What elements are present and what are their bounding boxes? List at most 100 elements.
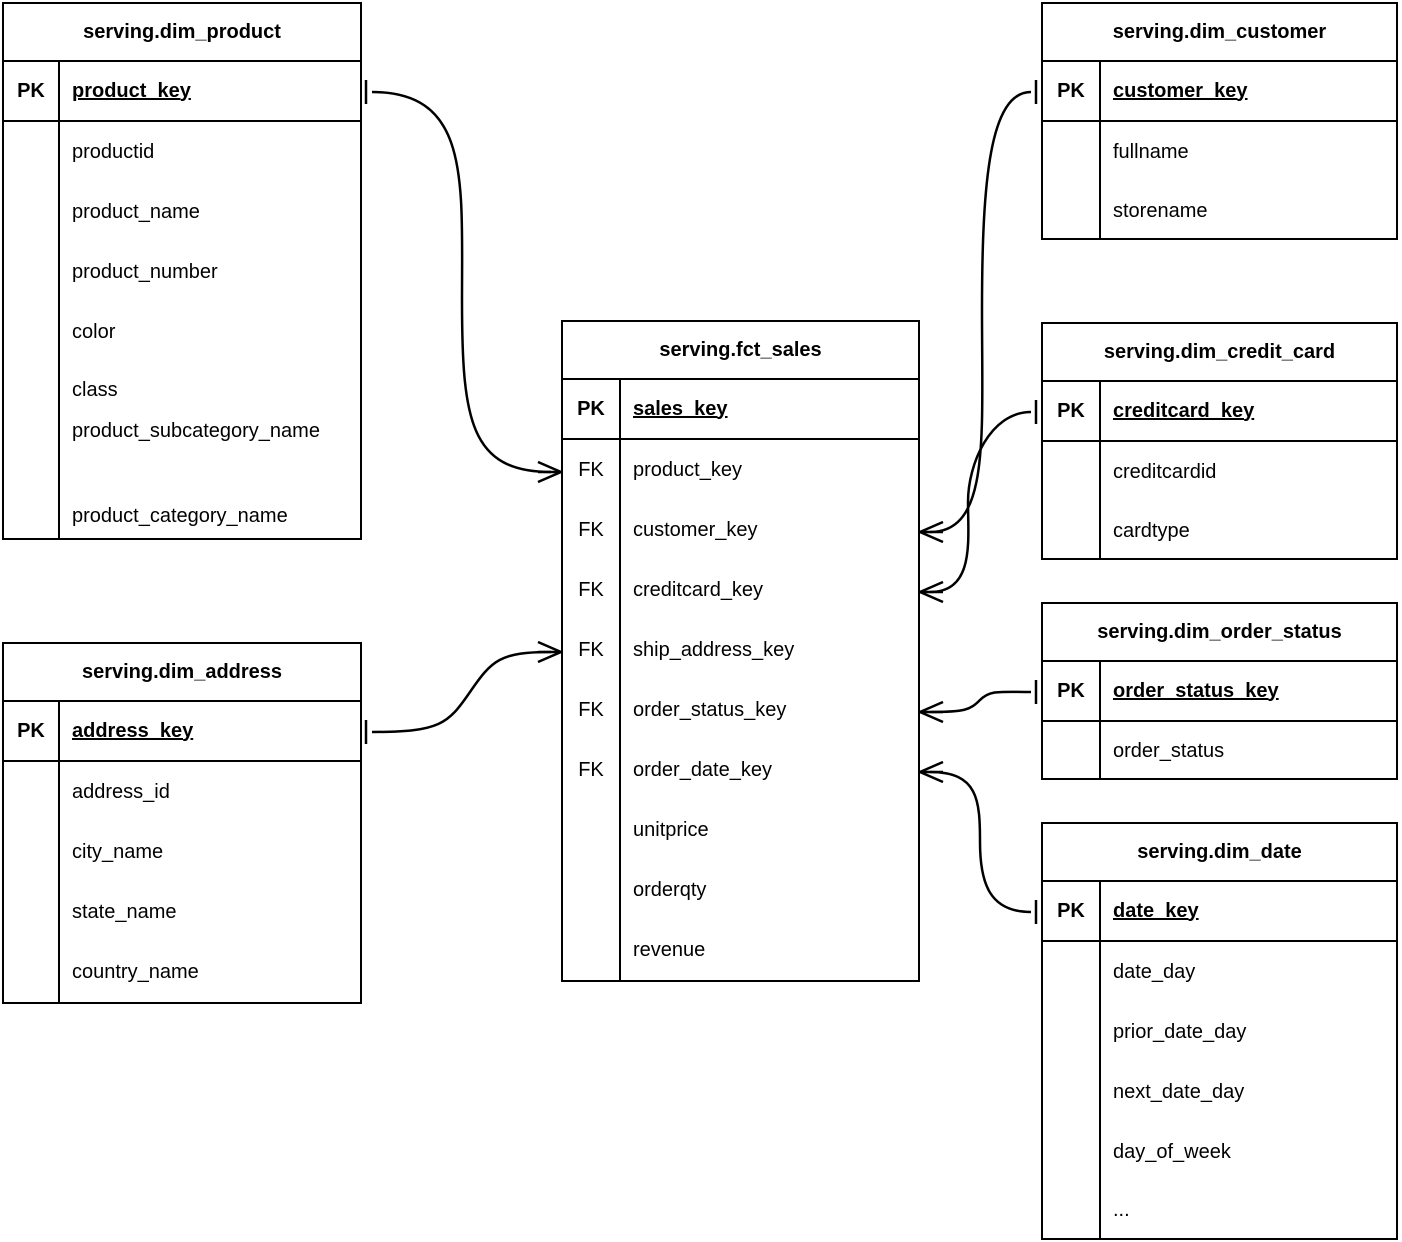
relationship-creditcard-to-sales — [919, 400, 1038, 604]
attr-ship-address-key: ship_address_key — [633, 638, 795, 661]
fk-badge-ship-address-key: FK — [578, 638, 604, 661]
pk-field-fct-sales: sales_key — [621, 380, 918, 440]
attr-next-date-day: next_date_day — [1113, 1080, 1245, 1103]
attr-list-dim-order-status: order_status — [1101, 722, 1396, 780]
entity-title-dim-date: serving.dim_date — [1043, 824, 1396, 882]
field-column-dim-address: address_key address_id city_name state_n… — [60, 702, 360, 1002]
attr-keycell — [4, 762, 58, 822]
key-column-dim-address: PK — [4, 702, 60, 1002]
pk-field-dim-date: date_key — [1101, 882, 1396, 942]
pk-field-dim-product: product_key — [60, 62, 360, 122]
entity-title-dim-product: serving.dim_product — [4, 4, 360, 62]
fk-badge-order-status-key: FK — [578, 698, 604, 721]
attr-address-id: address_id — [72, 780, 170, 803]
attr-customer-key: customer_key — [633, 518, 758, 541]
attr-keycell — [1043, 1122, 1099, 1182]
attr-date-day: date_day — [1113, 960, 1196, 983]
pk-badge-dim-product: PK — [4, 62, 58, 122]
attr-productid: productid — [72, 140, 155, 163]
key-cell-unitprice — [563, 800, 619, 860]
cardinality-many-crowsfoot — [919, 580, 944, 604]
attr-keycell — [1043, 182, 1099, 240]
entity-body-dim-credit-card: PK creditcard_key creditcardid cardtype — [1043, 382, 1396, 560]
attr-color: color — [72, 320, 116, 343]
entity-body-dim-address: PK address_key address_id city_name stat… — [4, 702, 360, 1002]
attr-keycell — [4, 822, 58, 882]
cardinality-many-crowsfoot — [919, 700, 944, 724]
key-column-dim-product: PK — [4, 62, 60, 540]
attr-keycell — [1043, 1062, 1099, 1122]
entity-dim-address[interactable]: serving.dim_address PK address_key addre… — [2, 642, 362, 1004]
attr-list-fct-sales: product_key customer_key creditcard_key … — [621, 440, 918, 980]
attr-keycells-dim-date — [1043, 942, 1099, 1238]
fk-badges-fct-sales: FK FK FK FK FK FK — [563, 440, 619, 980]
attr-keycells-dim-order-status — [1043, 722, 1099, 780]
attr-city-name: city_name — [72, 840, 164, 863]
attr-state-name: state_name — [72, 900, 177, 923]
attr-product-subcategory-name: product_subcategory_name — [72, 420, 320, 442]
entity-body-dim-order-status: PK order_status_key order_status — [1043, 662, 1396, 780]
attr-keycell — [4, 182, 58, 242]
entity-dim-date[interactable]: serving.dim_date PK date_key date_day pr… — [1041, 822, 1398, 1240]
cardinality-many-crowsfoot — [537, 460, 562, 484]
attr-fullname: fullname — [1113, 140, 1189, 163]
entity-dim-order-status[interactable]: serving.dim_order_status PK order_status… — [1041, 602, 1398, 780]
attr-order-date-key: order_date_key — [633, 758, 772, 781]
pk-field-dim-address: address_key — [60, 702, 360, 762]
cardinality-many-crowsfoot — [537, 640, 562, 664]
entity-title-dim-credit-card: serving.dim_credit_card — [1043, 324, 1396, 382]
attr-cardtype: cardtype — [1113, 519, 1190, 542]
attr-country-name: country_name — [72, 960, 199, 983]
attr-order-status: order_status — [1113, 739, 1225, 762]
relationship-date-to-sales — [919, 760, 1038, 924]
entity-title-fct-sales: serving.fct_sales — [563, 322, 918, 380]
attr-keycell — [1043, 442, 1099, 502]
field-column-fct-sales: sales_key product_key customer_key credi… — [621, 380, 918, 980]
attr-class: class — [72, 378, 118, 401]
entity-dim-product[interactable]: serving.dim_product PK product_key produ… — [2, 2, 362, 540]
fk-badge-creditcard-key: FK — [578, 578, 604, 601]
key-column-fct-sales: PK FK FK FK FK FK FK — [563, 380, 621, 980]
attr-unitprice: unitprice — [633, 818, 709, 841]
field-column-dim-order-status: order_status_key order_status — [1101, 662, 1396, 780]
key-cell-revenue — [563, 920, 619, 980]
attr-product-name: product_name — [72, 200, 200, 223]
pk-badge-dim-date: PK — [1043, 882, 1099, 942]
attr-keycell — [4, 492, 58, 540]
attr-keycell — [4, 882, 58, 942]
attr-keycells-dim-credit-card — [1043, 442, 1099, 560]
attr-creditcardid: creditcardid — [1113, 460, 1217, 483]
pk-badge-dim-address: PK — [4, 702, 58, 762]
entity-dim-customer[interactable]: serving.dim_customer PK customer_key ful… — [1041, 2, 1398, 240]
attr-keycell — [4, 122, 58, 182]
attr-list-dim-product: productid product_name product_number co… — [60, 122, 360, 540]
cardinality-many-crowsfoot — [919, 760, 944, 784]
attr-keycell — [1043, 122, 1099, 182]
entity-fct-sales[interactable]: serving.fct_sales PK FK FK FK FK FK FK s… — [561, 320, 920, 982]
relationship-orderstatus-to-sales — [919, 680, 1038, 724]
entity-dim-credit-card[interactable]: serving.dim_credit_card PK creditcard_ke… — [1041, 322, 1398, 560]
entity-title-dim-customer: serving.dim_customer — [1043, 4, 1396, 62]
attr-order-status-key: order_status_key — [633, 698, 787, 721]
attr-keycells-dim-product — [4, 122, 58, 540]
attr-keycell — [4, 418, 58, 492]
relationship-product-to-sales — [364, 80, 562, 484]
pk-badge-fct-sales: PK — [563, 380, 619, 440]
pk-field-dim-order-status: order_status_key — [1101, 662, 1396, 722]
cardinality-many-crowsfoot — [919, 520, 944, 544]
attr-keycell — [1043, 1002, 1099, 1062]
attr-day-of-week: day_of_week — [1113, 1140, 1231, 1163]
attr-keycell — [1043, 502, 1099, 560]
attr-keycell — [1043, 1182, 1099, 1238]
attr-keycells-dim-customer — [1043, 122, 1099, 240]
attr-keycell — [1043, 722, 1099, 780]
entity-title-dim-order-status: serving.dim_order_status — [1043, 604, 1396, 662]
fk-badge-product-key: FK — [578, 458, 604, 481]
attr-creditcard-key: creditcard_key — [633, 578, 764, 601]
attr-revenue: revenue — [633, 938, 706, 961]
entity-body-dim-product: PK product_key productid product_name pr… — [4, 62, 360, 540]
attr-prior-date-day: prior_date_day — [1113, 1020, 1247, 1043]
fk-badge-order-date-key: FK — [578, 758, 604, 781]
